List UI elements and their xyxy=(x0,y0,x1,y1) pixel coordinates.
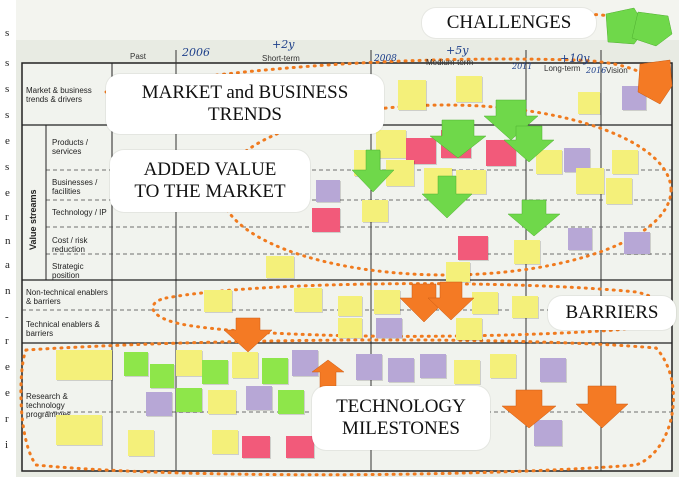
sticky-note xyxy=(356,354,382,380)
callout-added-value: ADDED VALUE TO THE MARKET xyxy=(110,150,310,212)
sticky-note xyxy=(406,138,436,164)
hand-plus-10y: +10y xyxy=(560,52,590,65)
sticky-note xyxy=(362,200,388,222)
row-label-strategic: Strategic position xyxy=(52,262,84,280)
sticky-note xyxy=(266,256,294,278)
sticky-note xyxy=(232,352,258,378)
sticky-note xyxy=(534,420,562,446)
sticky-note xyxy=(316,180,340,202)
row-label-market-trends: Market & business trends & drivers xyxy=(26,86,92,104)
hand-2006: 2006 xyxy=(182,46,210,59)
arrows-layer xyxy=(223,7,673,429)
sticky-note xyxy=(176,388,202,412)
hand-2016: 2016 xyxy=(586,66,607,75)
sticky-note xyxy=(374,290,400,314)
sticky-note xyxy=(472,292,498,314)
sticky-note xyxy=(540,358,566,382)
sticky-note xyxy=(176,350,202,376)
sticky-note xyxy=(124,352,148,376)
orange-arrow-icon xyxy=(223,59,673,429)
sticky-note xyxy=(312,208,340,232)
sticky-note xyxy=(514,240,540,264)
sticky-note xyxy=(128,430,154,456)
sticky-note xyxy=(490,354,516,378)
sticky-note xyxy=(202,360,228,384)
callout-challenges: CHALLENGES xyxy=(422,8,596,38)
sticky-note xyxy=(512,296,538,318)
header-vision: Vision xyxy=(606,66,628,75)
row-label-research: Research & technology programmes xyxy=(26,392,71,419)
row-label-non-technical: Non-technical enablers & barriers xyxy=(26,288,108,306)
green-arrow-icon xyxy=(351,7,673,237)
sticky-note xyxy=(208,390,236,414)
sticky-note xyxy=(262,358,288,384)
header-past: Past xyxy=(130,52,147,61)
sticky-note xyxy=(146,392,172,416)
sticky-note xyxy=(456,170,486,194)
sticky-note xyxy=(454,360,480,384)
sticky-note xyxy=(338,318,362,338)
hand-2011: 2011 xyxy=(512,62,533,71)
sticky-note xyxy=(286,436,314,458)
row-label-cost: Cost / risk reduction xyxy=(52,236,88,254)
sticky-note xyxy=(568,228,592,250)
roadmap-board: Past Short-term Medium-term Long-term Vi… xyxy=(16,0,679,477)
sticky-note xyxy=(576,168,604,194)
sticky-note xyxy=(612,150,638,174)
sticky-note xyxy=(294,288,322,312)
row-label-products: Products / services xyxy=(52,138,89,156)
hand-plus-5y: +5y xyxy=(446,44,469,57)
sticky-note xyxy=(338,296,362,316)
sticky-note xyxy=(578,92,600,114)
sticky-note xyxy=(398,80,426,110)
sticky-note xyxy=(456,76,482,102)
sticky-note xyxy=(376,130,406,158)
sticky-note xyxy=(150,364,174,388)
sticky-note xyxy=(446,262,470,282)
sticky-note xyxy=(278,390,304,414)
header-medium-term: Medium-term xyxy=(426,58,474,67)
row-label-technical: Technical enablers & barriers xyxy=(26,320,100,338)
sticky-note xyxy=(212,430,238,454)
sticky-note xyxy=(458,236,488,260)
sticky-note xyxy=(388,358,414,382)
header-short-term: Short-term xyxy=(262,54,300,63)
header-long-term: Long-term xyxy=(544,64,581,73)
sticky-note xyxy=(456,318,482,340)
sticky-note xyxy=(204,290,232,312)
sticky-note xyxy=(56,350,112,380)
sticky-note xyxy=(420,354,446,378)
hand-plus-2y: +2y xyxy=(272,38,295,51)
callout-barriers: BARRIERS xyxy=(548,296,676,330)
hand-2008: 2008 xyxy=(374,54,397,64)
row-label-businesses: Businesses / facilities xyxy=(52,178,98,196)
left-margin-text: s s s s e s e r n a n - r e e r i xyxy=(0,0,16,477)
sticky-note xyxy=(246,386,272,410)
sticky-note xyxy=(376,318,402,338)
sticky-note xyxy=(242,436,270,458)
sticky-note xyxy=(56,415,102,445)
sticky-note xyxy=(624,232,650,254)
sticky-note xyxy=(536,150,562,174)
row-label-technology: Technology / IP xyxy=(52,208,107,217)
callout-market-trends: MARKET and BUSINESS TRENDS xyxy=(106,74,384,134)
callout-technology-milestones: TECHNOLOGY MILESTONES xyxy=(312,386,490,450)
sticky-note xyxy=(606,178,632,204)
